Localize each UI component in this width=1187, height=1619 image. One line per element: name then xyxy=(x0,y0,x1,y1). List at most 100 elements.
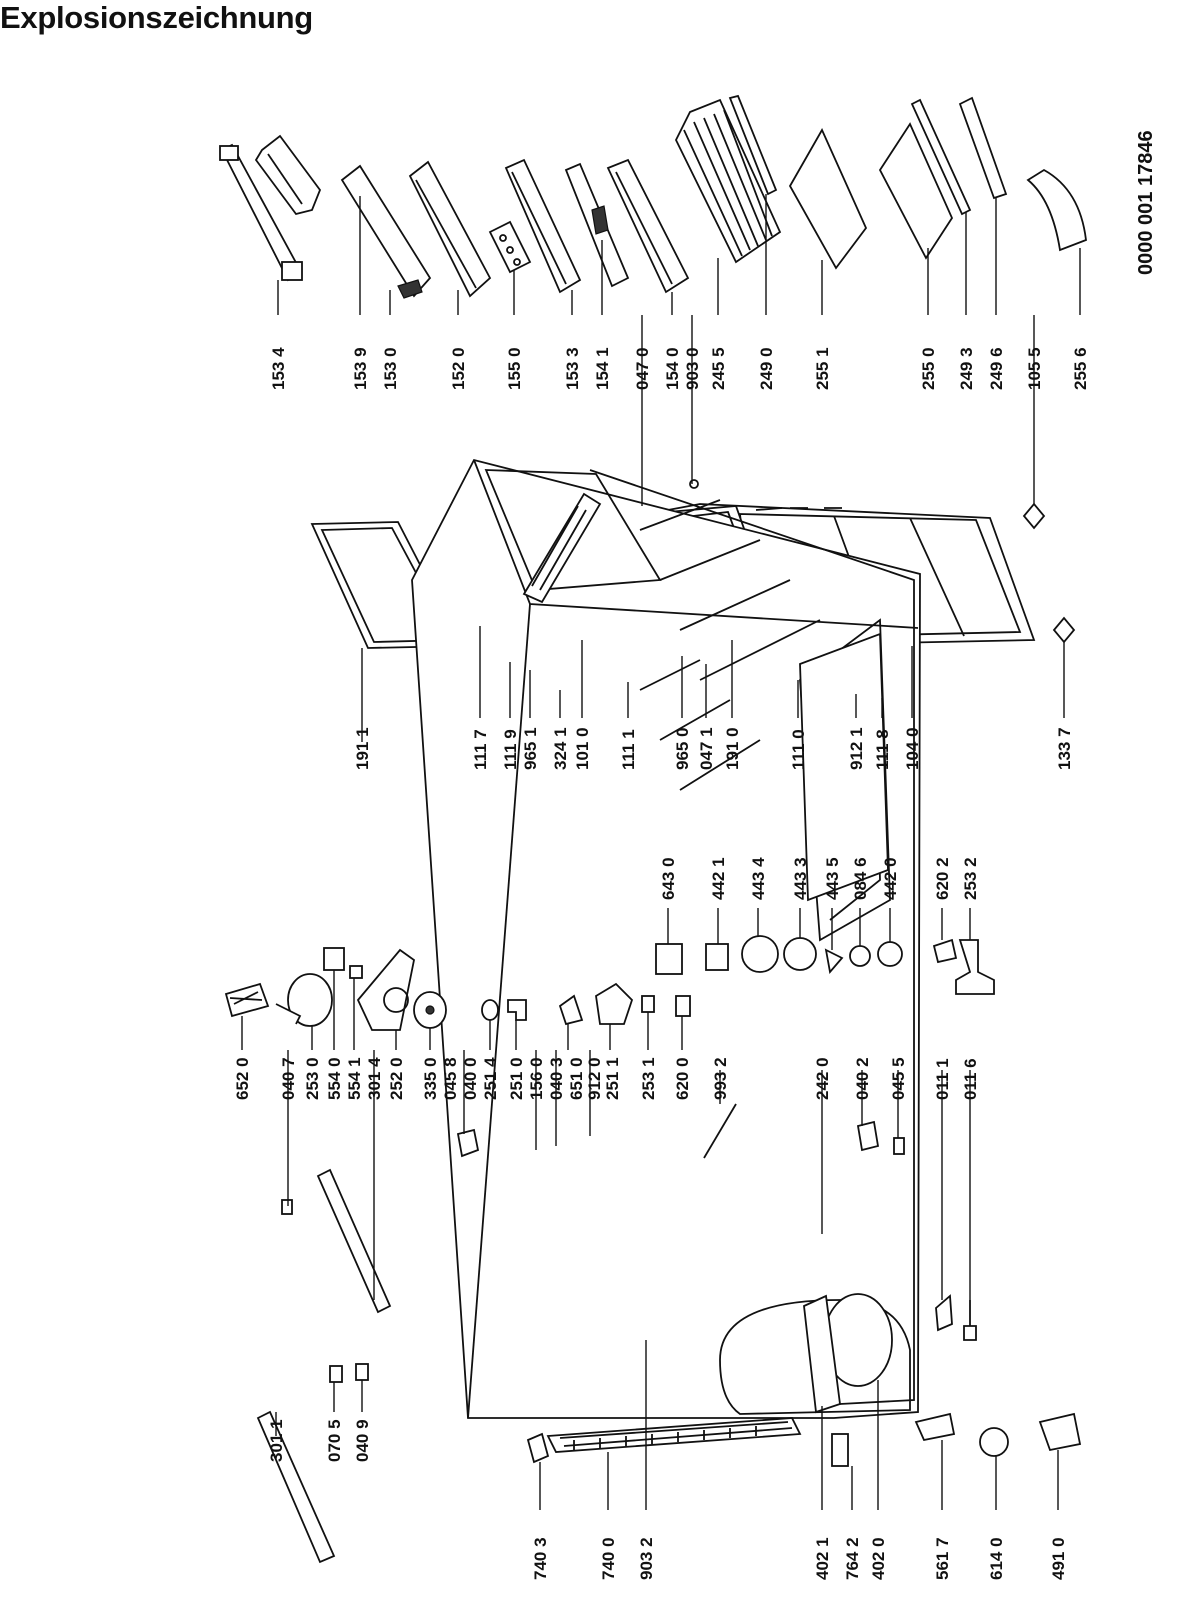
part-label: 554 0 xyxy=(325,1057,344,1100)
leader-lines xyxy=(241,194,1081,1510)
ring-251-4-drawing xyxy=(481,999,499,1021)
lamp-parts-652-0-drawing xyxy=(224,982,270,1018)
glass-shelf-255-0-drawing xyxy=(878,122,954,260)
part-label: 040 3 xyxy=(547,1057,566,1100)
part-label: 101 0 xyxy=(573,727,592,770)
hinge-040-0-drawing xyxy=(456,1128,480,1158)
part-label: 764 2 xyxy=(843,1537,862,1580)
part-label: 249 6 xyxy=(987,347,1006,390)
balcony-152-0-drawing xyxy=(408,160,492,298)
part-label: 561 7 xyxy=(933,1537,952,1580)
part-drawings xyxy=(219,94,1087,1564)
thermostat-253-0-drawing xyxy=(275,973,333,1027)
strip-249-6-drawing xyxy=(958,96,1008,200)
cover-153-0-drawing xyxy=(340,164,432,299)
part-label: 251 1 xyxy=(603,1057,622,1100)
part-label: 245 5 xyxy=(709,347,728,390)
part-label: 253 1 xyxy=(639,1057,658,1100)
part-label: 154 0 xyxy=(663,347,682,390)
part-label: 965 1 xyxy=(521,727,540,770)
part-label: 740 3 xyxy=(531,1537,550,1580)
part-label: 491 0 xyxy=(1049,1537,1068,1580)
part-label: 152 0 xyxy=(449,347,468,390)
part-label: 301 4 xyxy=(365,1057,384,1100)
part-label: 614 0 xyxy=(987,1537,1006,1580)
part-label: 070 5 xyxy=(325,1419,344,1462)
light-cover-252-0-drawing xyxy=(356,948,415,1031)
part-label: 045 8 xyxy=(441,1057,460,1100)
foot-011-1-drawing xyxy=(935,1294,953,1332)
part-label: 912 0 xyxy=(585,1057,604,1100)
sensor-993-2-drawing xyxy=(703,1103,737,1159)
balcony-154-0-drawing xyxy=(606,158,690,294)
part-label: 047 1 xyxy=(697,727,716,770)
balcony-153-9-drawing xyxy=(254,134,322,216)
part-label: 620 0 xyxy=(673,1057,692,1100)
part-label: 443 3 xyxy=(791,857,810,900)
cabinet-body-drawing xyxy=(411,458,921,1419)
compressor-402-0-drawing xyxy=(803,1293,893,1414)
cover-255-6-drawing xyxy=(1026,168,1087,252)
part-label: 011 6 xyxy=(961,1058,980,1100)
part-label: 324 1 xyxy=(551,727,570,770)
part-labels: 153 4 153 9 153 0 152 0 155 0 153 3 154 … xyxy=(233,347,1090,1580)
part-label: 903 0 xyxy=(683,347,702,390)
bracket-301-1-drawing xyxy=(256,1410,336,1564)
part-label: 040 2 xyxy=(853,1057,872,1100)
part-label: 402 0 xyxy=(869,1537,888,1580)
page-title: Explosionszeichnung xyxy=(0,0,313,35)
part-label: 620 2 xyxy=(933,857,952,900)
part-label: 301 1 xyxy=(267,1419,286,1462)
hinge-cover-105-5-drawing xyxy=(1022,502,1046,530)
part-label: 554 1 xyxy=(345,1057,364,1100)
part-label: 249 0 xyxy=(757,347,776,390)
part-label: 251 4 xyxy=(481,1057,500,1100)
box-251-1-drawing xyxy=(595,982,634,1025)
small-bits-253-1-620-0-drawing xyxy=(641,995,691,1017)
part-label: 335 0 xyxy=(421,1057,440,1100)
glass-shelf-255-1-drawing xyxy=(788,128,868,270)
part-label: 912 1 xyxy=(847,727,866,770)
part-label: 253 2 xyxy=(961,857,980,900)
part-label: 040 7 xyxy=(279,1057,298,1100)
part-label: 111 7 xyxy=(471,729,490,770)
part-label: 111 9 xyxy=(501,729,520,770)
part-label: 255 1 xyxy=(813,347,832,390)
part-label: 442 1 xyxy=(709,857,728,900)
part-label: 153 4 xyxy=(269,347,288,390)
part-label: 443 4 xyxy=(749,857,768,900)
screw-045-5-drawing xyxy=(893,1137,905,1155)
part-label: 045 5 xyxy=(889,1057,908,1100)
part-label: 251 0 xyxy=(507,1057,526,1100)
part-label: 153 0 xyxy=(381,347,400,390)
part-label: 191 0 xyxy=(723,727,742,770)
condenser-740-0-drawing xyxy=(546,1417,802,1453)
part-label: 402 1 xyxy=(813,1537,832,1580)
ice-tray-156-0-drawing xyxy=(522,492,602,604)
bracket-301-4-drawing xyxy=(316,1168,392,1314)
part-label: 255 0 xyxy=(919,347,938,390)
part-label: 993 2 xyxy=(711,1057,730,1100)
knob-651-0-drawing xyxy=(558,994,584,1026)
part-label: 111 0 xyxy=(789,729,808,770)
part-label: 047 0 xyxy=(633,347,652,390)
part-label: 643 0 xyxy=(659,857,678,900)
part-label: 040 9 xyxy=(353,1419,372,1462)
part-label: 443 5 xyxy=(823,857,842,900)
strip-249-3-drawing xyxy=(910,98,972,216)
part-label: 111 1 xyxy=(619,729,638,770)
evaporator-plate-242-0-drawing xyxy=(799,632,889,902)
glass-strip-249-0-drawing xyxy=(728,94,778,196)
part-label: 105 5 xyxy=(1025,347,1044,390)
knob-335-0-drawing xyxy=(413,991,447,1029)
part-label: 249 3 xyxy=(957,347,976,390)
foot-011-6-drawing xyxy=(963,1300,977,1341)
part-label: 153 9 xyxy=(351,347,370,390)
balcony-153-4-drawing xyxy=(219,143,303,282)
hinge-040-2-drawing xyxy=(856,1120,880,1152)
balcony-154-1-drawing xyxy=(564,162,630,288)
part-label: 111 8 xyxy=(873,729,892,770)
egg-tray-155-0-drawing xyxy=(488,220,532,274)
balcony-153-3-drawing xyxy=(504,158,582,294)
